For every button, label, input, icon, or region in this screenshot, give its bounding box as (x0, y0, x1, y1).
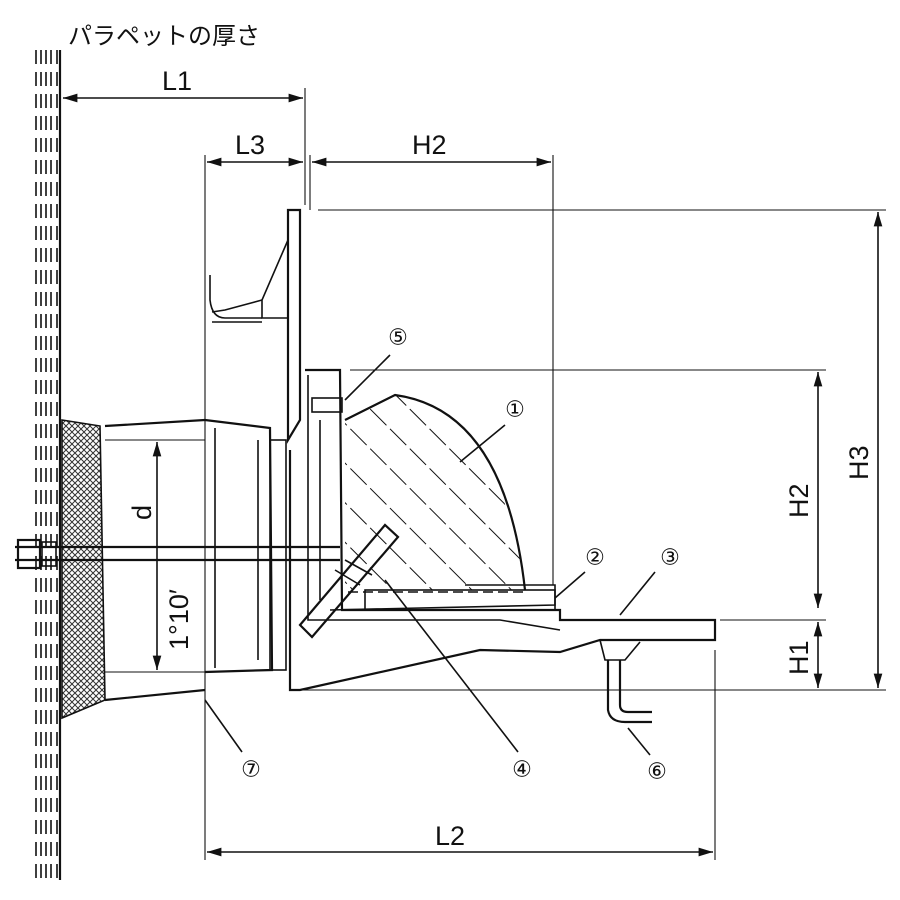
callout-6: ⑥ (647, 760, 667, 785)
parapet-wall (35, 50, 58, 880)
callout-2: ② (585, 546, 605, 571)
callout-4: ④ (512, 758, 532, 783)
dim-H2-side: H2 (784, 483, 814, 518)
dim-L1: L1 (162, 66, 192, 96)
extension-lines (105, 88, 886, 860)
angle-label: 1°10′ (164, 589, 194, 650)
callout-3: ③ (660, 546, 680, 571)
dim-H1: H1 (784, 640, 814, 675)
dim-d: d (127, 505, 157, 520)
dimension-arrows (63, 93, 883, 857)
dim-L2: L2 (435, 821, 465, 851)
callout-1: ① (505, 398, 525, 423)
dim-H2-top: H2 (412, 130, 447, 160)
sealant-block (61, 419, 106, 720)
dim-L3: L3 (235, 130, 265, 160)
callout-5: ⑤ (388, 326, 408, 351)
drain-body (15, 208, 717, 724)
parapet-thickness-title: パラペットの厚さ (68, 22, 260, 50)
callout-7: ⑦ (241, 758, 261, 783)
dim-H3: H3 (844, 445, 874, 480)
leader-lines (204, 354, 656, 756)
